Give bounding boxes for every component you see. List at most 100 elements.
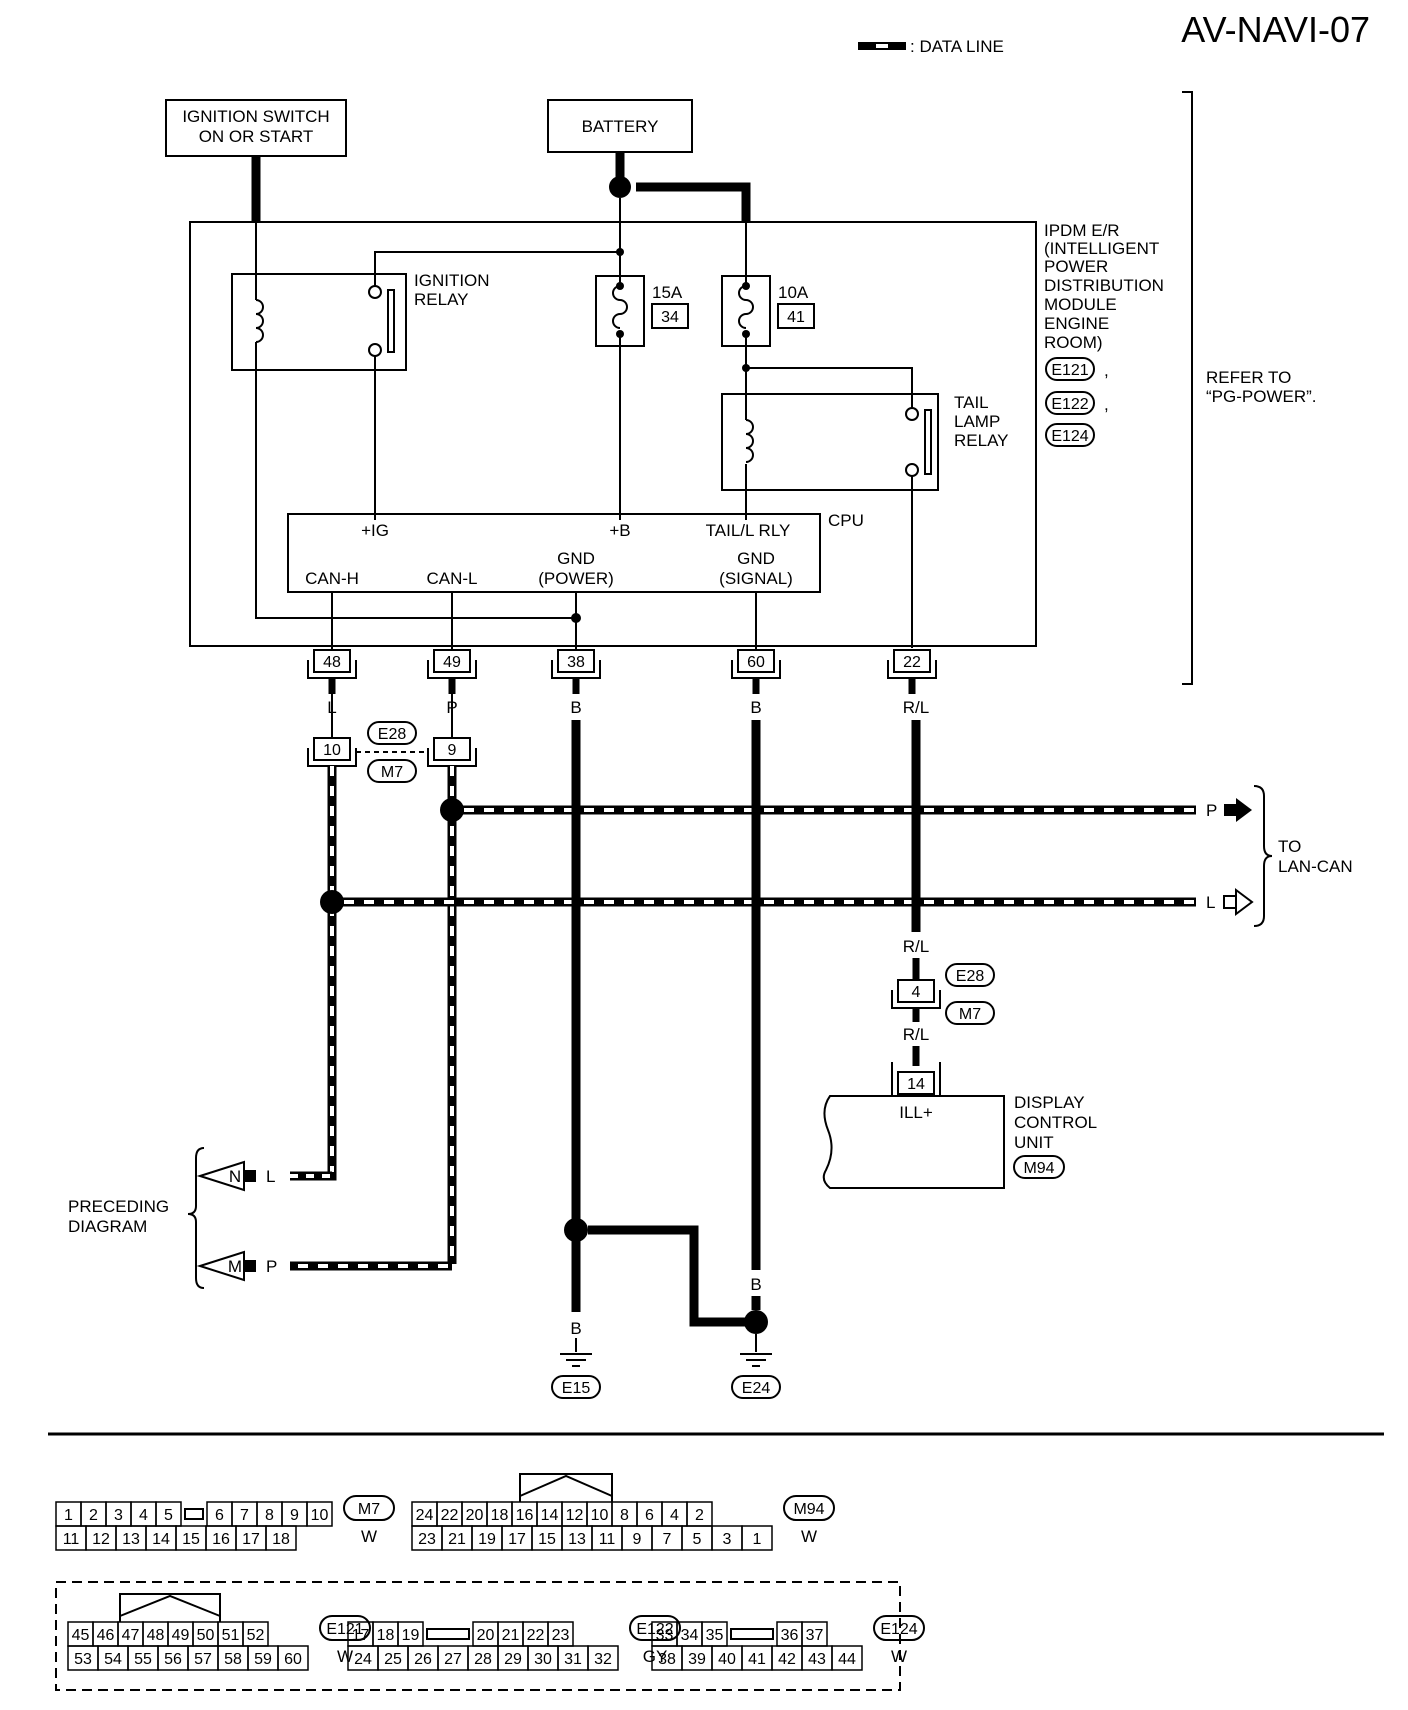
connector-pin-number: 50 xyxy=(197,1627,215,1644)
cpu-gnd-signal-2: (SIGNAL) xyxy=(719,569,793,588)
ipdm-pin-49: 49 xyxy=(427,649,477,679)
connector-pin-number: 22 xyxy=(527,1627,545,1644)
connector-tag-name: M94 xyxy=(793,1501,824,1518)
cpu-gnd-power-2: (POWER) xyxy=(538,569,614,588)
refer-bracket xyxy=(1182,91,1193,685)
connector-pin-number: 47 xyxy=(122,1627,140,1644)
connector-pin-number: 18 xyxy=(491,1507,509,1524)
connector-pin-number: 1 xyxy=(753,1531,762,1548)
connector-pin-number: 3 xyxy=(114,1507,123,1524)
ipdm-label-2: (INTELLIGENT xyxy=(1044,239,1159,258)
wire-color-b-2: B xyxy=(750,698,761,717)
connector-pin-number: 11 xyxy=(63,1531,80,1548)
ipdm-connector-group xyxy=(55,1581,901,1691)
connector-pin-number: 14 xyxy=(152,1531,170,1548)
connector-pin-number: 16 xyxy=(516,1507,534,1524)
ignition-relay-label-1: IGNITION xyxy=(414,271,490,290)
connector-slot xyxy=(426,1628,470,1640)
ipdm-label-6: ENGINE xyxy=(1044,314,1109,333)
ignition-relay-label-2: RELAY xyxy=(414,290,469,309)
connector-pin-number: 24 xyxy=(354,1651,372,1668)
connector-pin-number: 37 xyxy=(806,1627,824,1644)
ipdm-label-7: ROOM) xyxy=(1044,333,1103,352)
connector-hood xyxy=(119,1593,221,1622)
connector-pin-number: 21 xyxy=(502,1627,520,1644)
wire-color-rl-1: R/L xyxy=(903,698,929,717)
refer-to-label-2: “PG-POWER”. xyxy=(1206,387,1317,406)
connector-pin-number: 44 xyxy=(838,1651,856,1668)
connector-pin-number: 4 xyxy=(139,1507,148,1524)
display-connector-m94: M94 xyxy=(1023,1160,1054,1177)
ipdm-pin-22-label: 22 xyxy=(903,654,921,671)
tail-lamp-relay-label-1: TAIL xyxy=(954,393,989,412)
connector-tag xyxy=(343,1495,395,1521)
joint-m7-tag: M7 xyxy=(381,764,403,781)
connector-pin-number: 3 xyxy=(723,1531,732,1548)
fuse-10a-number: 41 xyxy=(787,309,805,326)
connector-pin-number: 27 xyxy=(444,1651,462,1668)
battery-label: BATTERY xyxy=(582,117,659,136)
connector-pin-number: 17 xyxy=(352,1627,370,1644)
tail-lamp-relay-label-3: RELAY xyxy=(954,431,1009,450)
fuse-10a: 10A 41 xyxy=(721,222,815,347)
connector-pin-number: 29 xyxy=(504,1651,522,1668)
connector-pin-number: 1 xyxy=(64,1507,73,1524)
display-name-3: UNIT xyxy=(1014,1133,1054,1152)
connector-pin-number: 33 xyxy=(656,1627,674,1644)
ipdm-pin-60: 60 xyxy=(731,649,781,679)
connector-pin-number: 48 xyxy=(147,1627,165,1644)
battery: BATTERY xyxy=(547,99,693,153)
connector-pin-number: 2 xyxy=(695,1507,704,1524)
connector-pin-number: 26 xyxy=(414,1651,432,1668)
tail-lamp-relay-label-2: LAMP xyxy=(954,412,1000,431)
connector-pin-number: 35 xyxy=(706,1627,724,1644)
connector-pin-number: 36 xyxy=(781,1627,799,1644)
connector-pin-number: 6 xyxy=(645,1507,654,1524)
display-pin-14-label: 14 xyxy=(907,1076,925,1093)
connector-pin-number: 16 xyxy=(212,1531,230,1548)
page-title: AV-NAVI-07 xyxy=(1181,9,1370,50)
wire-color-b-3: B xyxy=(750,1275,761,1294)
ground-e24: E24 xyxy=(731,1353,781,1399)
wire-color-rl-3: R/L xyxy=(903,1025,929,1044)
ipdm-label: IPDM E/R (INTELLIGENT POWER DISTRIBUTION… xyxy=(1044,221,1164,352)
ipdm-pin-48-label: 48 xyxy=(323,654,341,671)
joint-pin-4-label: 4 xyxy=(912,984,921,1001)
wire-color-b-4: B xyxy=(570,1319,581,1338)
cpu-b: +B xyxy=(609,521,630,540)
connector-pin-number: 13 xyxy=(568,1531,586,1548)
ignition-switch-label-1: IGNITION SWITCH xyxy=(182,107,329,126)
connector-pin-number: 19 xyxy=(478,1531,496,1548)
connector-pin-number: 60 xyxy=(284,1651,302,1668)
connector-pin-number: 15 xyxy=(538,1531,556,1548)
cpu-gnd-signal-1: GND xyxy=(737,549,775,568)
ipdm-label-1: IPDM E/R xyxy=(1044,221,1120,240)
connector-tag-name: E124 xyxy=(880,1621,917,1638)
ignition-relay: IGNITION RELAY xyxy=(231,271,490,371)
ipdm-pin-38: 38 xyxy=(551,649,601,679)
connector-pin-number: 7 xyxy=(240,1507,249,1524)
connector-pin-number: 34 xyxy=(681,1627,699,1644)
ipdm-connector-tags: E121 , E122 , E124 xyxy=(1045,357,1109,447)
preceding-m: M xyxy=(228,1257,242,1276)
connector-pin-number: 24 xyxy=(416,1507,434,1524)
preceding-n: N xyxy=(229,1167,241,1186)
cpu-gnd-power-1: GND xyxy=(557,549,595,568)
connector-pin-number: 41 xyxy=(748,1651,766,1668)
connector-pin-number: 31 xyxy=(564,1651,582,1668)
preceding-diagram: PRECEDING DIAGRAM N L M P xyxy=(68,1147,277,1289)
connector-pin-number: 8 xyxy=(265,1507,274,1524)
ignition-switch-label-2: ON OR START xyxy=(199,127,314,146)
connector-tag-color: GY xyxy=(643,1647,668,1666)
joint-pin-9: 9 xyxy=(427,737,477,767)
cpu-can-l: CAN-L xyxy=(426,569,477,588)
connector-pin xyxy=(306,1501,333,1527)
tail-m7-tag: M7 xyxy=(959,1006,981,1023)
joint-e28-tag: E28 xyxy=(378,726,407,743)
connector-pin-number: 2 xyxy=(89,1507,98,1524)
connector-pin-number: 17 xyxy=(508,1531,526,1548)
ipdm-connector-e124: E124 xyxy=(1051,428,1088,445)
lan-can-wire-l: L xyxy=(1206,893,1215,912)
preceding-wire-l: L xyxy=(266,1167,275,1186)
